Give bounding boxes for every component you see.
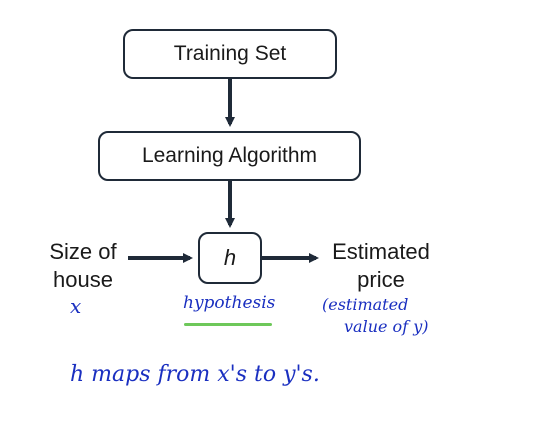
input-label-line1: Size of [49,239,117,264]
input-label: Size of house [38,238,128,294]
mapping-note: h maps from x's to y's. [70,362,320,387]
output-label-line2: price [357,267,405,292]
hypothesis-box: h [198,232,262,284]
output-label-line1: Estimated [332,239,430,264]
learning-algorithm-label: Learning Algorithm [141,144,318,167]
estimate-note: (estimated value of y) [322,294,428,338]
input-label-line2: house [53,267,113,292]
training-set-box: Training Set [123,29,337,79]
output-label: Estimated price [318,238,444,294]
hypothesis-note: hypothesis [183,293,276,313]
hypothesis-underline [184,323,272,326]
estimate-note-line1: (estimated [322,295,409,314]
estimate-note-line2: value of y) [344,317,429,336]
training-set-label: Training Set [173,42,287,65]
hypothesis-symbol: h [223,245,237,270]
input-symbol-note: x [70,294,82,318]
learning-algorithm-box: Learning Algorithm [98,131,361,181]
